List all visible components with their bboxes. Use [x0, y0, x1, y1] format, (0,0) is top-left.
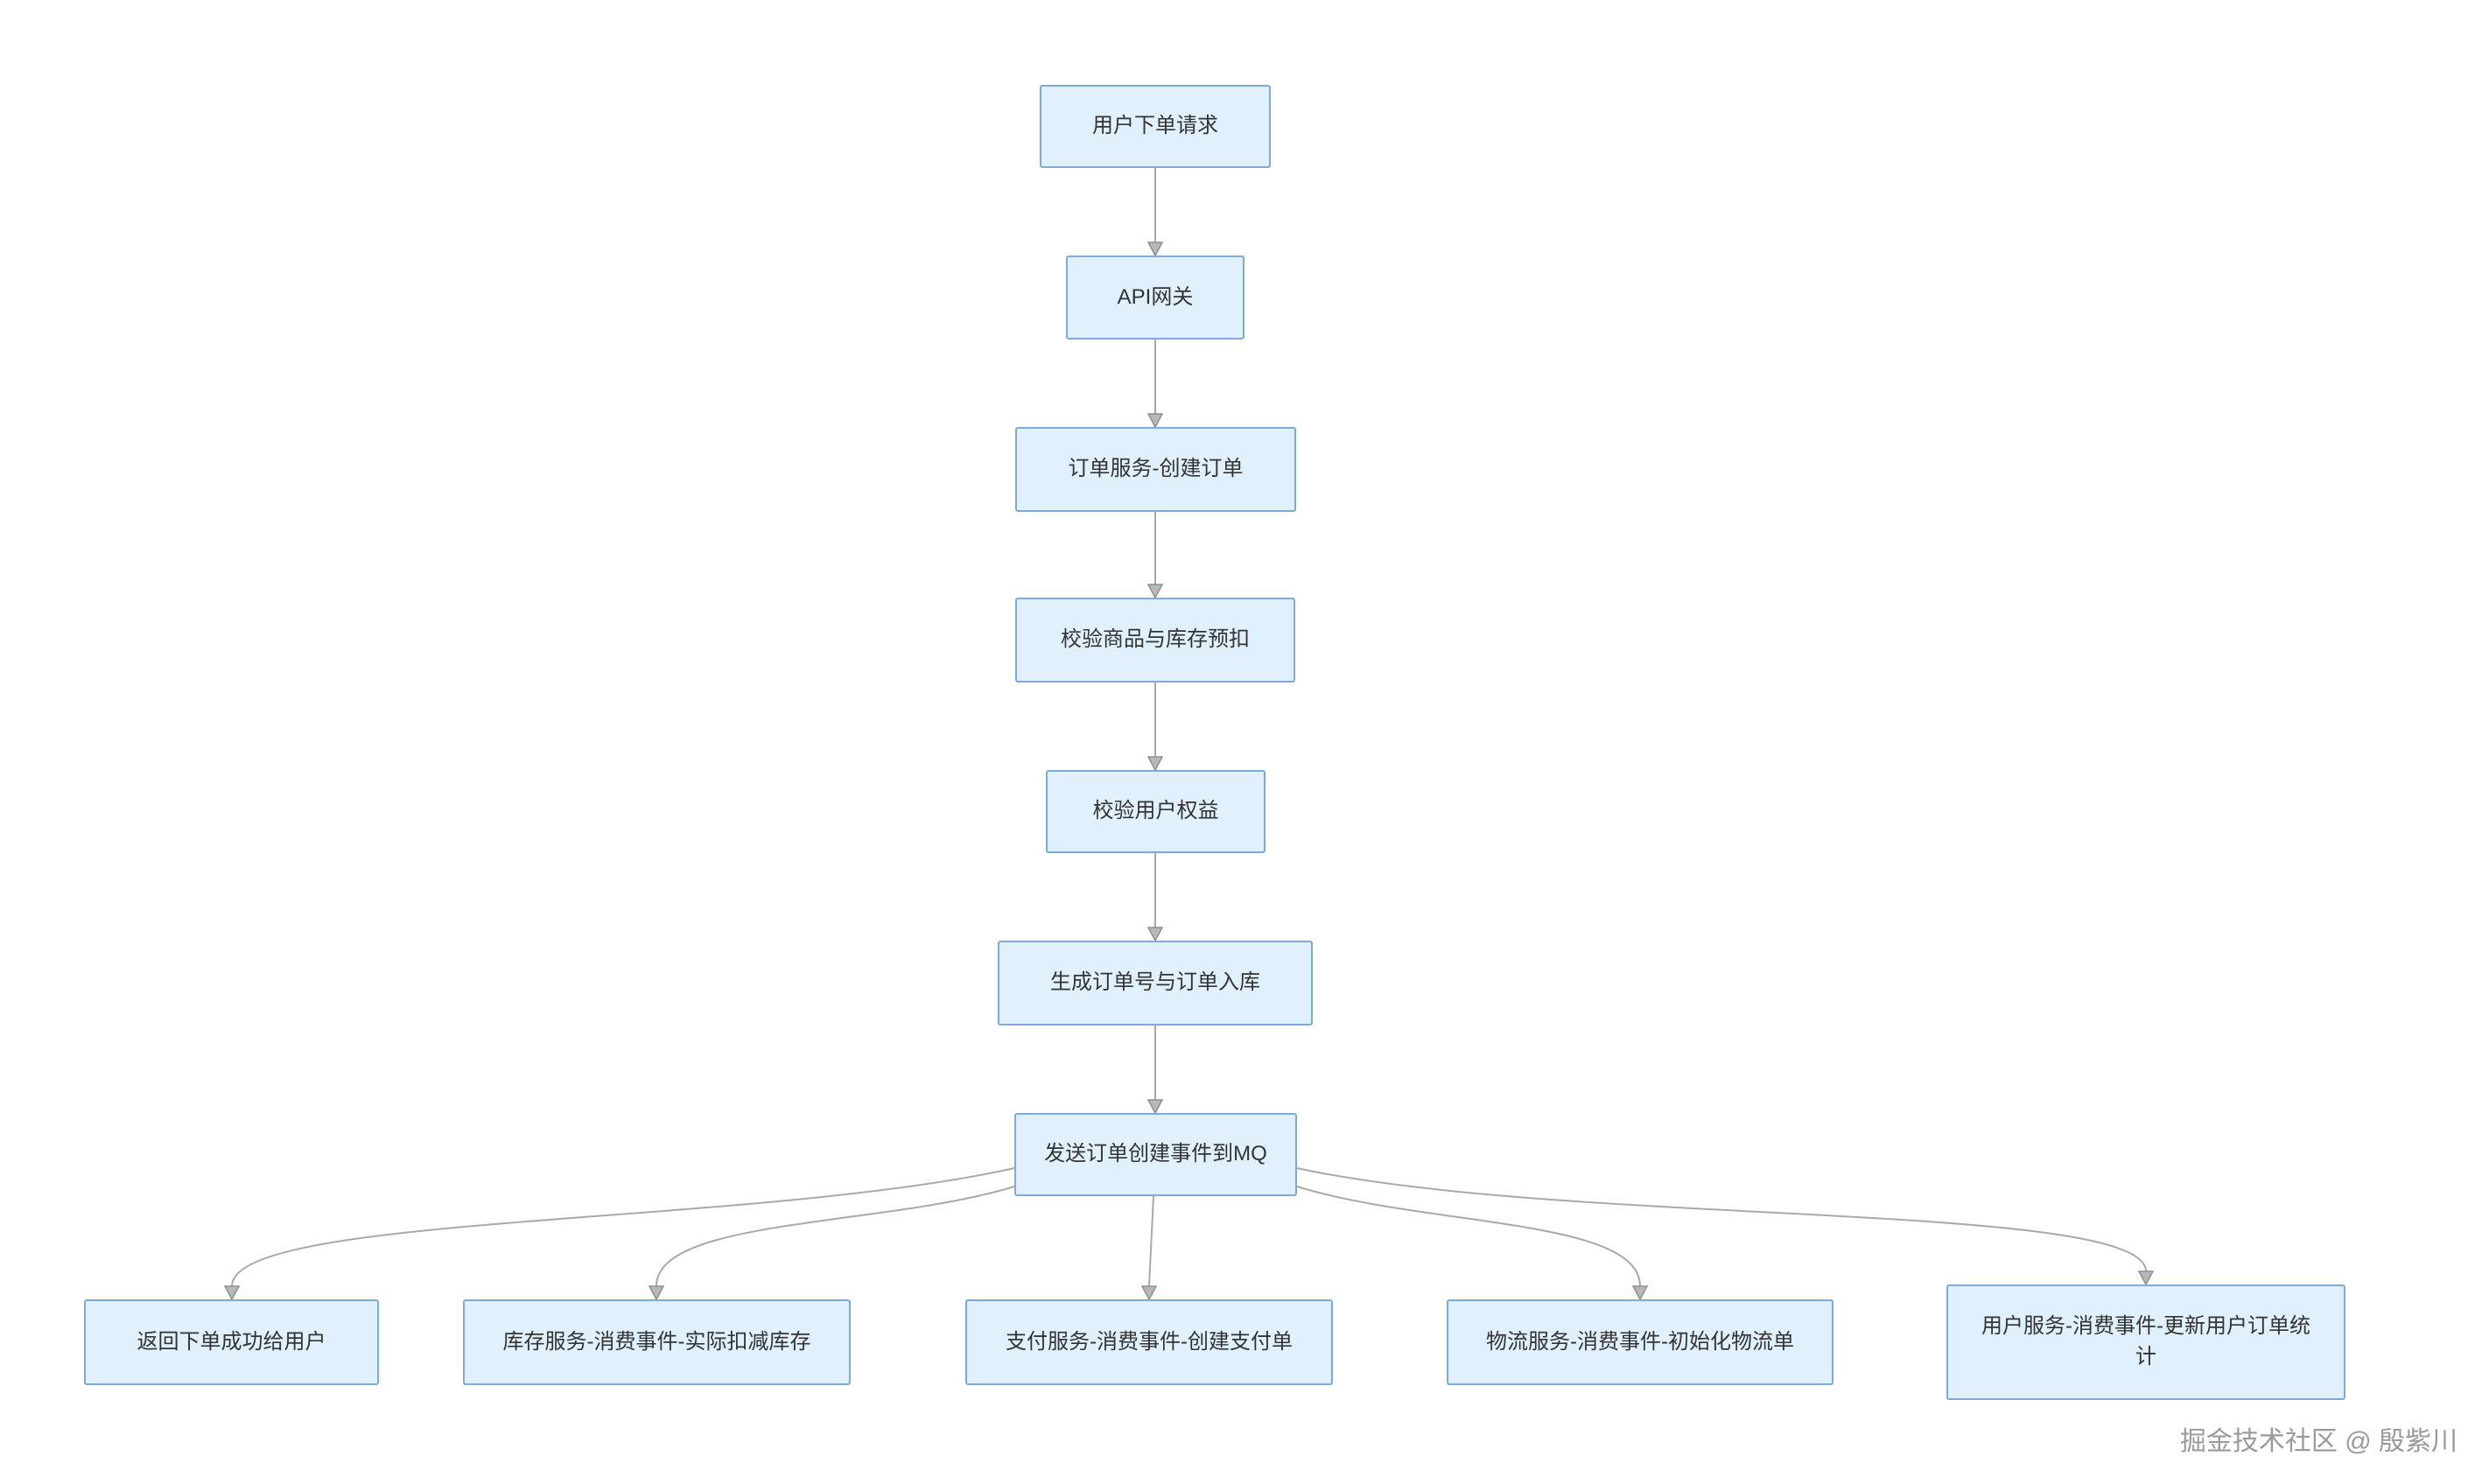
- watermark: 掘金技术社区 @ 殷紫川: [2179, 1427, 2457, 1456]
- arrowhead-down-icon: [1146, 1099, 1164, 1115]
- node-logistics-service: 物流服务-消费事件-初始化物流单: [1447, 1299, 1833, 1385]
- node-order-service-create-order: 订单服务-创建订单: [1015, 427, 1296, 512]
- arrowhead-down-icon: [1631, 1285, 1649, 1301]
- node-generate-order-number: 生成订单号与订单入库: [998, 941, 1313, 1026]
- node-return-success-to-user: 返回下单成功给用户: [84, 1299, 379, 1385]
- arrowhead-down-icon: [1146, 927, 1164, 942]
- node-label: 库存服务-消费事件-实际扣减库存: [502, 1329, 811, 1354]
- edge-mq-to-return-success: [231, 1167, 1015, 1287]
- edge-mq-to-inventory: [656, 1186, 1015, 1287]
- arrowhead-down-icon: [2137, 1270, 2155, 1286]
- node-validate-user-rights: 校验用户权益: [1046, 770, 1266, 853]
- node-payment-service: 支付服务-消费事件-创建支付单: [965, 1299, 1333, 1385]
- edge-mq-to-payment: [1148, 1195, 1154, 1287]
- node-inventory-service: 库存服务-消费事件-实际扣减库存: [463, 1299, 851, 1385]
- node-label: 用户下单请求: [1092, 114, 1218, 138]
- node-label: 校验商品与库存预扣: [1061, 627, 1250, 652]
- edge-mq-to-user-service: [1296, 1167, 2147, 1272]
- arrowhead-down-icon: [648, 1285, 665, 1301]
- node-validate-product-and-stock: 校验商品与库存预扣: [1015, 598, 1295, 682]
- arrowhead-down-icon: [1146, 242, 1164, 257]
- arrowhead-down-icon: [1140, 1285, 1158, 1301]
- arrowhead-down-icon: [223, 1285, 241, 1301]
- node-label: 用户服务-消费事件-更新用户订单统计: [1981, 1314, 2310, 1368]
- node-send-order-created-event-to-mq: 发送订单创建事件到MQ: [1014, 1113, 1297, 1196]
- arrowhead-down-icon: [1146, 584, 1164, 599]
- node-label: 物流服务-消费事件-初始化物流单: [1486, 1329, 1794, 1354]
- arrowhead-down-icon: [1146, 413, 1164, 429]
- edge-mq-to-logistics: [1296, 1186, 1641, 1287]
- node-label: 支付服务-消费事件-创建支付单: [1006, 1329, 1293, 1354]
- node-label: 返回下单成功给用户: [137, 1329, 326, 1354]
- node-user-service: 用户服务-消费事件-更新用户订单统计: [1946, 1284, 2345, 1400]
- node-label: 生成订单号与订单入库: [1050, 970, 1260, 995]
- node-api-gateway: API网关: [1066, 256, 1244, 340]
- node-label: API网关: [1117, 284, 1194, 309]
- node-label: 发送订单创建事件到MQ: [1044, 1142, 1267, 1166]
- node-user-order-request: 用户下单请求: [1040, 85, 1271, 168]
- node-label: 校验用户权益: [1092, 799, 1219, 823]
- arrowhead-down-icon: [1146, 756, 1164, 772]
- node-label: 订单服务-创建订单: [1068, 457, 1244, 481]
